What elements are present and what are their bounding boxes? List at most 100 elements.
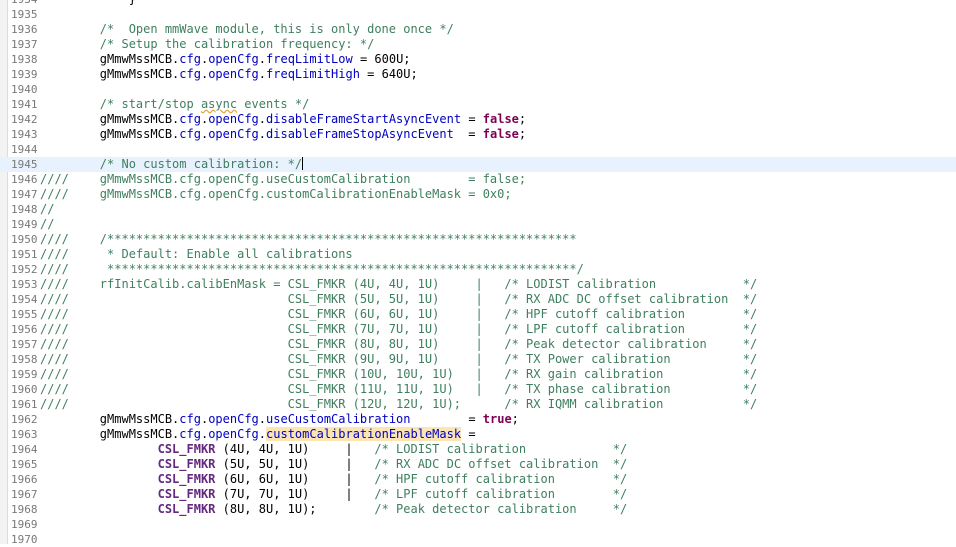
code-line[interactable]: 1939 gMmwMssMCB.cfg.openCfg.freqLimitHig… bbox=[0, 67, 956, 82]
code-token-comment: /* LPF cutoff calibration */ bbox=[374, 487, 628, 501]
code-text: rfInitCalib.calibEnMask = CSL_FMKR (4U, … bbox=[42, 277, 757, 292]
code-text: CSL_FMKR (5U, 5U, 1U) | /* RX ADC DC off… bbox=[42, 457, 628, 472]
code-line[interactable]: 1955//// CSL_FMKR (6U, 6U, 1U) | /* HPF … bbox=[0, 307, 956, 322]
code-text: CSL_FMKR (5U, 5U, 1U) | /* RX ADC DC off… bbox=[42, 292, 758, 307]
code-line[interactable]: 1959//// CSL_FMKR (10U, 10U, 1U) | /* RX… bbox=[0, 367, 956, 382]
code-token-plain: . bbox=[258, 127, 267, 141]
code-line[interactable]: 1940 bbox=[0, 82, 956, 97]
code-text: /* Open mmWave module, this is only done… bbox=[42, 22, 454, 37]
code-token-macro: CSL_FMKR bbox=[157, 502, 216, 516]
code-line[interactable]: 1966 CSL_FMKR (6U, 6U, 1U) | /* HPF cuto… bbox=[0, 472, 956, 487]
code-token-plain: (4U, 4U, 1U) | bbox=[215, 442, 375, 456]
code-token-field: cfg bbox=[179, 427, 201, 441]
code-line[interactable]: 1963 gMmwMssMCB.cfg.openCfg.customCalibr… bbox=[0, 427, 956, 442]
code-line[interactable]: 1938 gMmwMssMCB.cfg.openCfg.freqLimitLow… bbox=[0, 52, 956, 67]
code-line[interactable]: 1949// bbox=[0, 217, 956, 232]
code-token-plain bbox=[42, 487, 158, 501]
code-token-comment: /* LODIST calibration */ bbox=[374, 442, 628, 456]
code-token-plain: . bbox=[258, 67, 267, 81]
code-line[interactable]: 1952//// *******************************… bbox=[0, 262, 956, 277]
code-text: CSL_FMKR (4U, 4U, 1U) | /* LODIST calibr… bbox=[42, 442, 628, 457]
code-token-plain bbox=[42, 457, 158, 471]
code-token-field: cfg bbox=[179, 52, 201, 66]
line-number: 1951 bbox=[11, 248, 38, 261]
line-comment-prefix: //// bbox=[40, 337, 69, 351]
line-number: 1953 bbox=[11, 278, 38, 291]
line-comment-prefix: //// bbox=[40, 352, 69, 366]
line-comment-prefix: //// bbox=[40, 277, 69, 291]
code-line[interactable]: 1960//// CSL_FMKR (11U, 11U, 1U) | /* TX… bbox=[0, 382, 956, 397]
code-token-field: cfg bbox=[179, 112, 201, 126]
code-line[interactable]: 1970 bbox=[0, 532, 956, 547]
code-line[interactable]: 1937 /* Setup the calibration frequency:… bbox=[0, 37, 956, 52]
code-text: ****************************************… bbox=[42, 262, 584, 277]
code-token-field: freqLimitLow bbox=[266, 52, 353, 66]
line-number: 1950 bbox=[11, 233, 38, 246]
code-token-comment: async bbox=[200, 97, 238, 111]
line-number: 1934 bbox=[11, 0, 38, 7]
code-line[interactable]: 1943 gMmwMssMCB.cfg.openCfg.disableFrame… bbox=[0, 127, 956, 142]
code-line[interactable]: 1948// bbox=[0, 202, 956, 217]
code-line[interactable]: 1953//// rfInitCalib.calibEnMask = CSL_F… bbox=[0, 277, 956, 292]
code-line[interactable]: 1942 gMmwMssMCB.cfg.openCfg.disableFrame… bbox=[0, 112, 956, 127]
code-line[interactable]: 1946//// gMmwMssMCB.cfg.openCfg.useCusto… bbox=[0, 172, 956, 187]
line-number: 1966 bbox=[11, 473, 38, 486]
code-token-comment: /* HPF cutoff calibration */ bbox=[374, 472, 628, 486]
code-token-comment: /***************************************… bbox=[42, 232, 577, 246]
line-number: 1940 bbox=[11, 83, 38, 96]
code-text: CSL_FMKR (9U, 9U, 1U) | /* TX Power cali… bbox=[42, 352, 758, 367]
line-number: 1969 bbox=[11, 518, 38, 531]
code-text: gMmwMssMCB.cfg.openCfg.disableFrameStart… bbox=[42, 112, 526, 127]
line-number: 1945 bbox=[11, 158, 38, 171]
code-token-comment: CSL_FMKR (9U, 9U, 1U) | /* TX Power cali… bbox=[42, 352, 758, 366]
code-text: gMmwMssMCB.cfg.openCfg.disableFrameStopA… bbox=[42, 127, 526, 142]
line-number: 1937 bbox=[11, 38, 38, 51]
code-line[interactable]: 1957//// CSL_FMKR (8U, 8U, 1U) | /* Peak… bbox=[0, 337, 956, 352]
code-line[interactable]: 1951//// * Default: Enable all calibrati… bbox=[0, 247, 956, 262]
code-line[interactable]: 1954//// CSL_FMKR (5U, 5U, 1U) | /* RX A… bbox=[0, 292, 956, 307]
code-line[interactable]: 1961//// CSL_FMKR (12U, 12U, 1U); /* RX … bbox=[0, 397, 956, 412]
code-line[interactable]: 1956//// CSL_FMKR (7U, 7U, 1U) | /* LPF … bbox=[0, 322, 956, 337]
code-token-field: openCfg bbox=[208, 52, 259, 66]
code-token-field: cfg bbox=[179, 67, 201, 81]
code-text: CSL_FMKR (6U, 6U, 1U) | /* HPF cutoff ca… bbox=[42, 307, 758, 322]
code-token-comment: CSL_FMKR (12U, 12U, 1U); /* RX IQMM cali… bbox=[42, 397, 758, 411]
code-line[interactable]: 1964 CSL_FMKR (4U, 4U, 1U) | /* LODIST c… bbox=[0, 442, 956, 457]
code-line[interactable]: 1962 gMmwMssMCB.cfg.openCfg.useCustomCal… bbox=[0, 412, 956, 427]
code-text: gMmwMssMCB.cfg.openCfg.customCalibration… bbox=[42, 187, 512, 202]
code-line[interactable]: 1969 bbox=[0, 517, 956, 532]
code-token-plain bbox=[42, 472, 158, 486]
code-line[interactable]: 1936 /* Open mmWave module, this is only… bbox=[0, 22, 956, 37]
code-token-plain: (8U, 8U, 1U); bbox=[215, 502, 375, 516]
line-number: 1964 bbox=[11, 443, 38, 456]
code-line[interactable]: 1950//// /******************************… bbox=[0, 232, 956, 247]
code-token-macro: CSL_FMKR bbox=[157, 442, 216, 456]
code-token-comment: events */ bbox=[237, 97, 310, 111]
code-text: CSL_FMKR (7U, 7U, 1U) | /* LPF cutoff ca… bbox=[42, 487, 628, 502]
line-number: 1952 bbox=[11, 263, 38, 276]
code-line[interactable]: 1935 bbox=[0, 7, 956, 22]
line-number: 1949 bbox=[11, 218, 38, 231]
code-token-plain: = 640U; bbox=[359, 67, 418, 81]
code-token-plain: . bbox=[200, 412, 209, 426]
code-token-plain: . bbox=[200, 127, 209, 141]
code-line[interactable]: 1944 bbox=[0, 142, 956, 157]
line-comment-prefix: //// bbox=[40, 307, 69, 321]
code-token-comment: /* start/stop bbox=[42, 97, 201, 111]
code-line[interactable]: 1967 CSL_FMKR (7U, 7U, 1U) | /* LPF cuto… bbox=[0, 487, 956, 502]
code-line[interactable]: 1945 /* No custom calibration: */ bbox=[0, 157, 956, 172]
code-line[interactable]: 1958//// CSL_FMKR (9U, 9U, 1U) | /* TX P… bbox=[0, 352, 956, 367]
code-line[interactable]: 1968 CSL_FMKR (8U, 8U, 1U); /* Peak dete… bbox=[0, 502, 956, 517]
code-line[interactable]: 1965 CSL_FMKR (5U, 5U, 1U) | /* RX ADC D… bbox=[0, 457, 956, 472]
code-token-comment: gMmwMssMCB.cfg.openCfg.useCustomCalibrat… bbox=[42, 172, 527, 186]
code-token-plain: ; bbox=[518, 112, 527, 126]
code-line[interactable]: 1941 /* start/stop async events */ bbox=[0, 97, 956, 112]
code-token-plain bbox=[42, 502, 158, 516]
code-line[interactable]: 1947//// gMmwMssMCB.cfg.openCfg.customCa… bbox=[0, 187, 956, 202]
code-token-plain: . bbox=[258, 112, 267, 126]
code-text: } bbox=[42, 0, 136, 7]
code-token-keyword: false bbox=[482, 127, 519, 141]
line-number: 1946 bbox=[11, 173, 38, 186]
code-line[interactable]: 1934 } bbox=[0, 0, 956, 7]
